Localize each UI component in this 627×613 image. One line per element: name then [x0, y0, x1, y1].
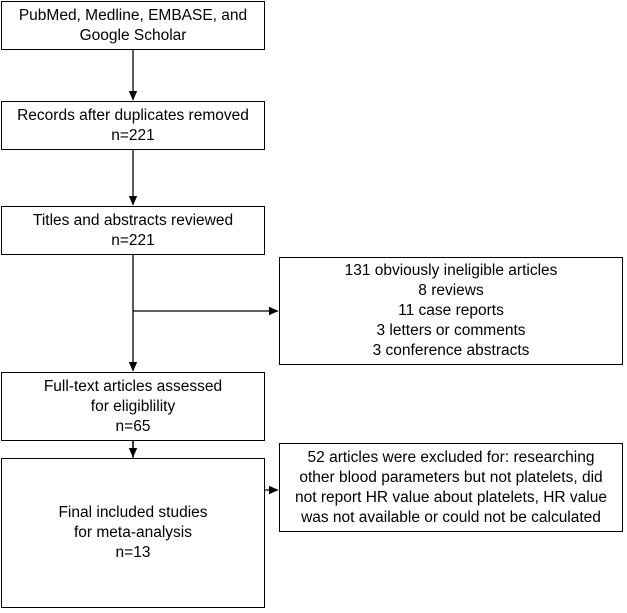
- ineligible-line-3: 11 case reports: [398, 302, 504, 319]
- full-text-assessed-box: Full-text articles assessed for eligibli…: [1, 372, 265, 441]
- titles-abstracts-line-2: n=221: [111, 231, 155, 249]
- full-text-line-2: for eligiblility: [90, 397, 176, 415]
- duplicates-removed-line-1: Records after duplicates removed: [17, 106, 249, 124]
- titles-abstracts-box: Titles and abstracts reviewed n=221: [1, 206, 265, 255]
- search-sources-line-2: Google Scholar: [79, 26, 187, 44]
- excluded-line-3: not report HR value about platelets, HR …: [295, 488, 607, 506]
- excluded-line-4: was not available or could not be calcul…: [301, 508, 601, 526]
- ineligible-line-5: 3 conference abstracts: [372, 342, 530, 359]
- ineligible-articles-box: 131 obviously ineligible articles 8 revi…: [279, 257, 623, 365]
- final-included-box: Final included studies for meta-analysis…: [1, 458, 265, 608]
- search-sources-line-1: PubMed, Medline, EMBASE, and: [18, 6, 248, 24]
- ineligible-line-1: 131 obviously ineligible articles: [344, 262, 558, 279]
- excluded-articles-box: 52 articles were excluded for: researchi…: [279, 443, 623, 532]
- excluded-line-2: other blood parameters but not platelets…: [299, 468, 603, 486]
- final-included-line-1: Final included studies: [58, 504, 208, 521]
- search-sources-box: PubMed, Medline, EMBASE, and Google Scho…: [1, 1, 265, 50]
- ineligible-line-2: 8 reviews: [418, 282, 484, 299]
- duplicates-removed-line-2: n=221: [111, 126, 155, 144]
- duplicates-removed-box: Records after duplicates removed n=221: [1, 101, 265, 150]
- full-text-line-1: Full-text articles assessed: [43, 377, 223, 395]
- final-included-line-2: for meta-analysis: [73, 524, 192, 541]
- final-included-line-3: n=13: [115, 544, 151, 561]
- ineligible-line-4: 3 letters or comments: [376, 322, 526, 339]
- excluded-line-1: 52 articles were excluded for: researchi…: [307, 448, 595, 466]
- full-text-line-3: n=65: [115, 417, 151, 435]
- titles-abstracts-line-1: Titles and abstracts reviewed: [32, 211, 234, 229]
